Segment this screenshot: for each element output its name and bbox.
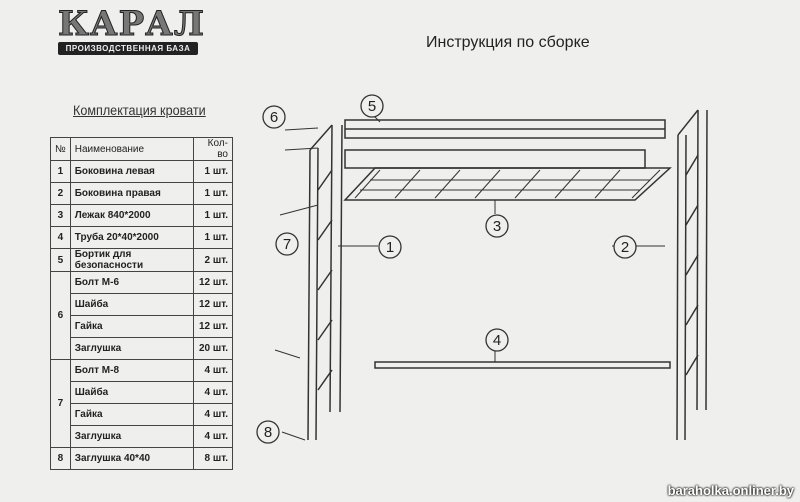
callout-label: 4 — [493, 332, 501, 349]
callout-label: 8 — [264, 424, 272, 441]
part-qty: 8 шт. — [193, 447, 233, 470]
callout-4: 4 — [485, 328, 509, 352]
right-side-frame — [676, 109, 708, 441]
page-title: Инструкция по сборке — [426, 34, 590, 51]
callout-7: 7 — [275, 232, 299, 256]
callout-5: 5 — [360, 94, 384, 118]
logo-word: КАРАЛ — [58, 4, 205, 44]
table-title: Комплектация кровати — [73, 102, 206, 118]
part-qty: 12 шт. — [193, 293, 233, 316]
callout-2: 2 — [613, 235, 637, 259]
callout-label: 6 — [270, 109, 278, 126]
callout-8: 8 — [256, 420, 280, 444]
callout-label: 5 — [368, 98, 376, 115]
watermark: baraholka.onliner.by — [667, 483, 794, 498]
callout-3: 3 — [485, 214, 509, 238]
part-qty: 20 шт. — [193, 337, 233, 360]
logo-subtitle: ПРОИЗВОДСТВЕННАЯ БАЗА — [58, 42, 198, 55]
logo: КАРАЛ ПРОИЗВОДСТВЕННАЯ БАЗА — [58, 4, 205, 55]
part-qty: 4 шт. — [193, 403, 233, 426]
part-qty: 1 шт. — [193, 204, 233, 227]
tube — [374, 361, 671, 369]
bed-base — [343, 167, 672, 201]
part-name: Бортик для безопасности — [69, 248, 195, 272]
callout-6: 6 — [262, 105, 286, 129]
callout-label: 3 — [493, 218, 501, 235]
safety-rails — [344, 119, 666, 169]
left-side-frame — [307, 124, 343, 441]
callout-label: 2 — [621, 239, 629, 256]
part-name: Заглушка 40*40 — [69, 447, 195, 470]
callout-1: 1 — [378, 235, 402, 259]
callout-label: 1 — [386, 239, 394, 256]
part-qty: 12 шт. — [193, 315, 233, 338]
part-qty: 2 шт. — [193, 248, 233, 272]
callout-label: 7 — [283, 236, 291, 253]
header-qty: Кол-во — [193, 137, 233, 161]
